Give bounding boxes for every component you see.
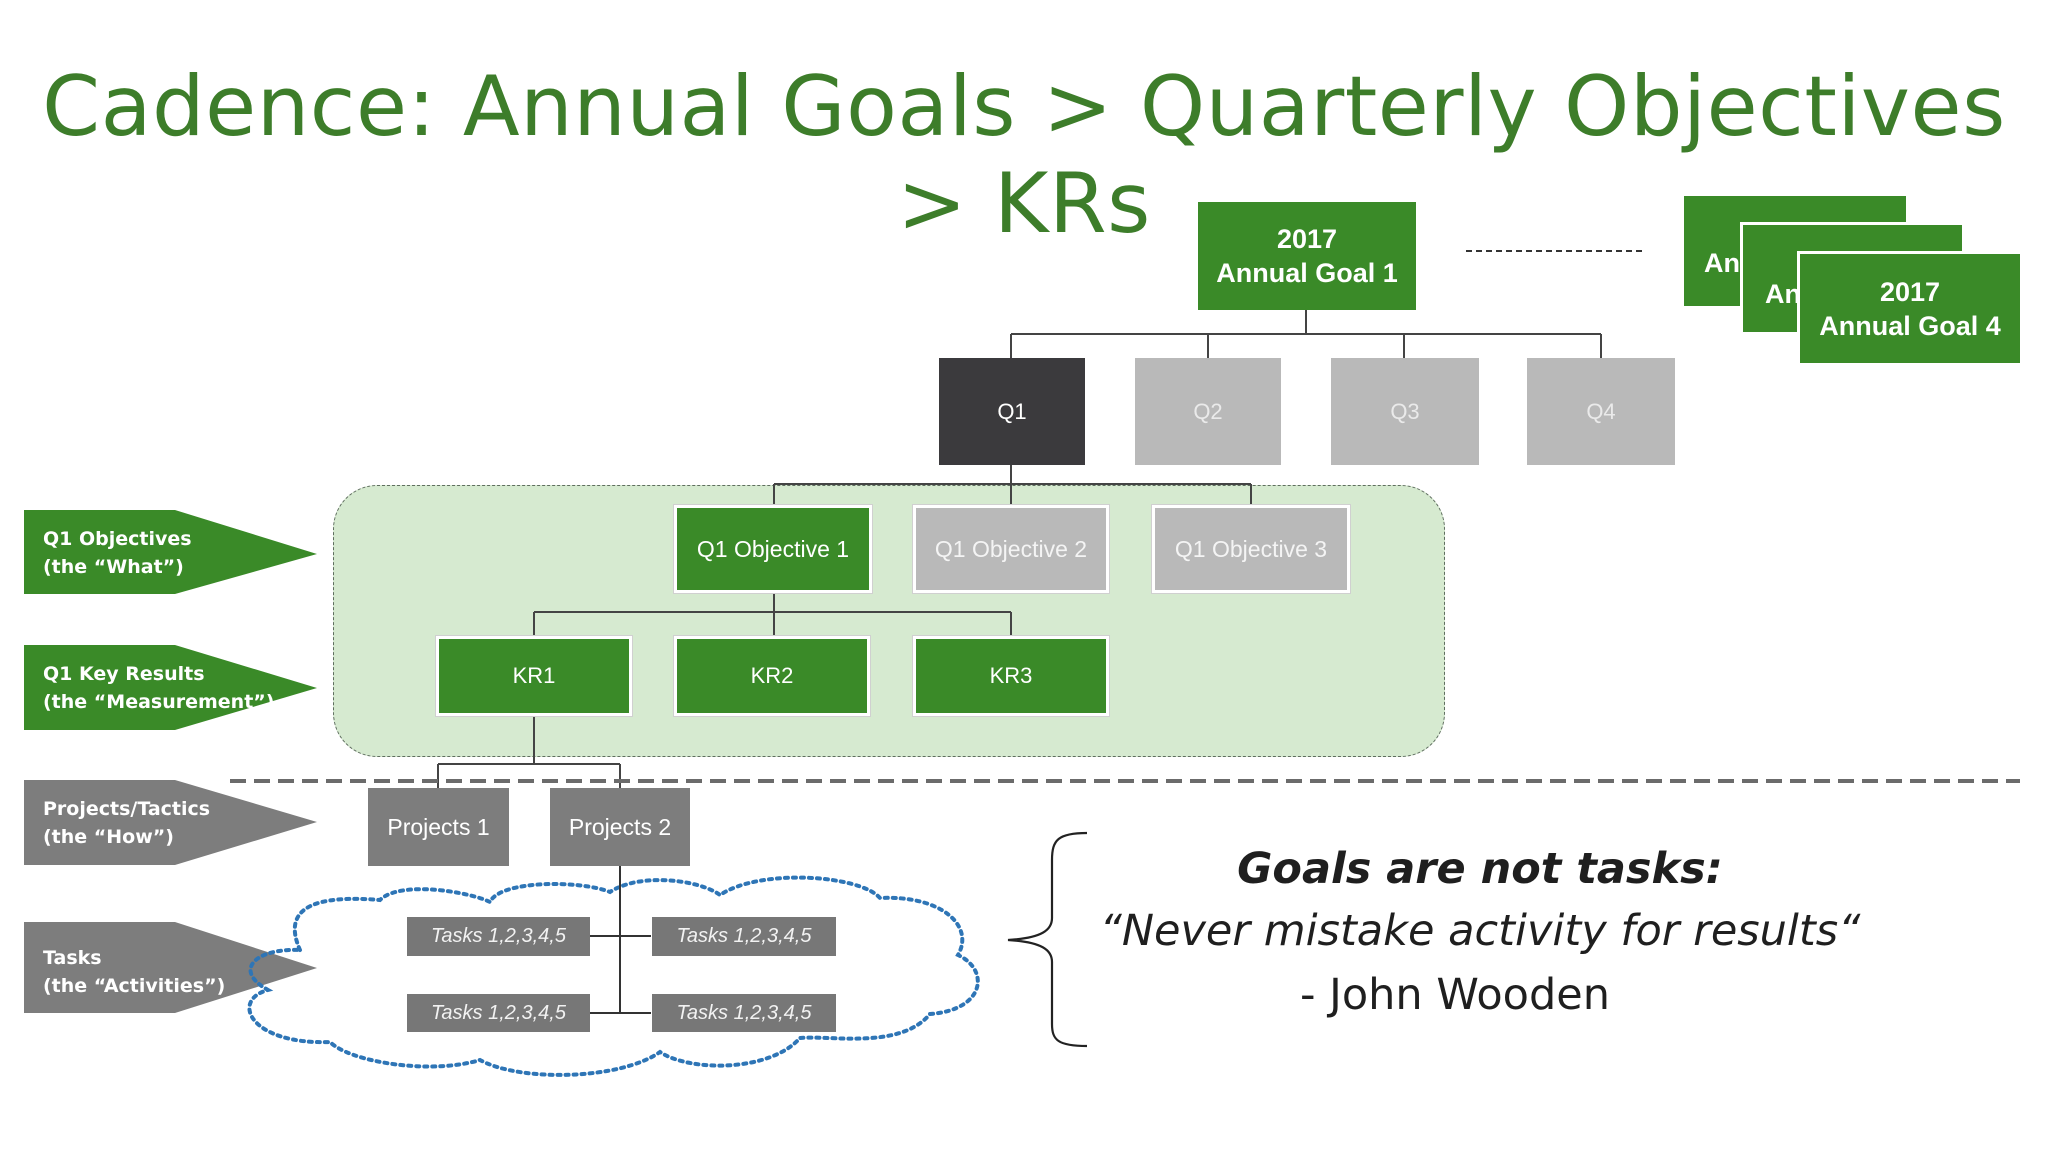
task-box-3: Tasks 1,2,3,4,5 [407,994,590,1032]
quote-brace [1007,831,1088,1048]
annual-goal-3-label: An [1765,279,1801,309]
task-box-4: Tasks 1,2,3,4,5 [652,994,836,1032]
annual-goal-1-box: 2017 Annual Goal 1 [1198,202,1416,310]
annual-goal-4-label: Annual Goal 4 [1819,310,2001,341]
project-1-box: Projects 1 [368,788,509,866]
task-box-1: Tasks 1,2,3,4,5 [407,917,590,956]
side-label-objectives: Q1 Objectives (the “What”) [43,525,192,581]
goal-to-quarter-lines [1010,308,1602,358]
side-label-objectives-line1: Q1 Objectives [43,528,192,550]
task-connector-lines [590,866,651,1014]
side-label-tasks-line2: (the “Activities”) [43,975,226,997]
quarter-q2: Q2 [1135,358,1281,465]
side-label-key-results-line2: (the “Measurement”) [43,691,275,713]
q1-to-objective-lines [773,465,1252,505]
objectives-label-arrow [24,510,317,594]
quote-body: “Never mistake activity for results“ [1099,906,1861,956]
kr-to-project-lines [437,716,621,788]
task-box-2: Tasks 1,2,3,4,5 [652,917,836,956]
project-2-box: Projects 2 [550,788,690,866]
side-label-key-results: Q1 Key Results (the “Measurement”) [43,660,274,716]
annual-goal-1-label: Annual Goal 1 [1216,258,1398,288]
page-title: Cadence: Annual Goals > Quarterly Object… [42,58,2006,252]
objective-to-kr-lines [533,593,1012,636]
keyresults-label-arrow [24,645,317,730]
tasks-cloud [247,875,980,1077]
kr-1-box: KR1 [436,636,632,716]
annual-goal-4-year: 2017 [1879,276,1941,307]
annual-goal-4-box: 2017 Annual Goal 4 [1797,251,2020,363]
quarter-q3: Q3 [1331,358,1479,465]
quote-author: - John Wooden [1300,970,1610,1020]
kr-2-box: KR2 [674,636,870,716]
quarter-q1: Q1 [939,358,1085,465]
tasks-label-arrow [24,922,317,1013]
objective-1-box: Q1 Objective 1 [674,505,872,593]
objective-2-box: Q1 Objective 2 [913,505,1109,593]
side-label-projects: Projects/Tactics (the “How”) [43,795,210,851]
quarter-q4: Q4 [1527,358,1675,465]
side-label-key-results-line1: Q1 Key Results [43,663,205,685]
side-label-tasks: Tasks (the “Activities”) [43,944,225,1000]
side-label-tasks-line1: Tasks [43,947,102,969]
side-label-projects-line1: Projects/Tactics [43,798,211,820]
annual-goal-2-label: An [1704,248,1740,278]
side-label-objectives-line2: (the “What”) [43,556,184,578]
side-label-projects-line2: (the “How”) [43,826,174,848]
kr-3-box: KR3 [913,636,1109,716]
objective-3-box: Q1 Objective 3 [1152,505,1350,593]
annual-goal-1-year: 2017 [1276,224,1338,254]
projects-label-arrow [24,780,317,865]
quote-title: Goals are not tasks: [1237,844,1723,894]
